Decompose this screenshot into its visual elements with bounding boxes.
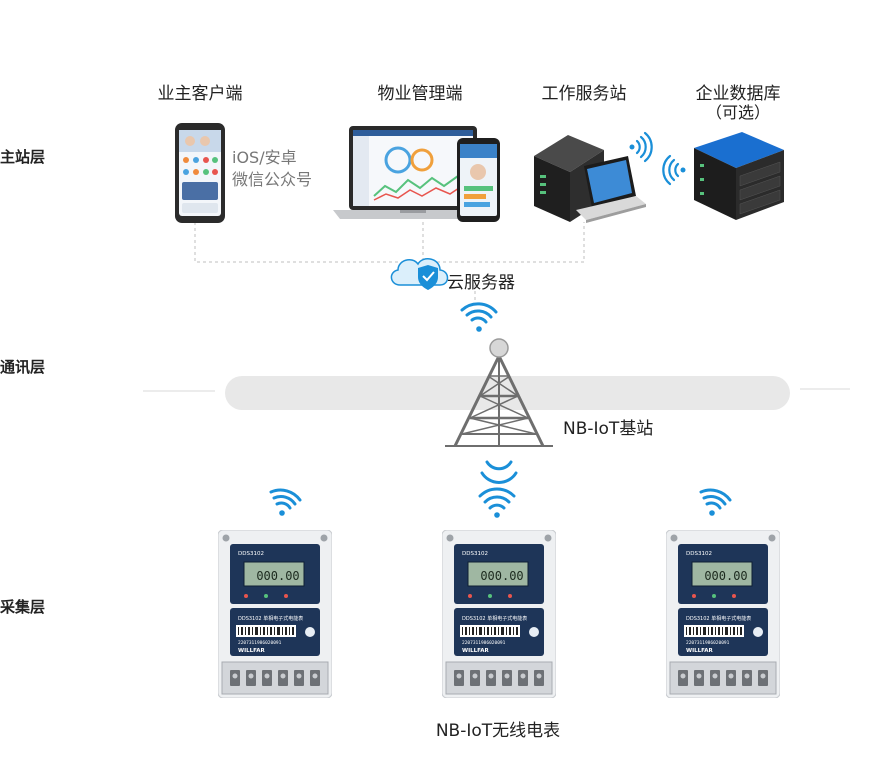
database-title: 企业数据库 [695,84,781,104]
meter-serial-text: 2207311986020091 [238,640,282,646]
meter-lcd-reading: 000.00 [256,569,299,583]
monitor-icon [576,156,646,223]
property-client-title: 物业管理端 [377,84,463,104]
signal-waves-icon [460,302,498,332]
electric-meter-icon: DDS3102 000.00 DDS3102 单相电子式电能表 22073119… [441,529,557,699]
signal-waves-icon [480,460,518,484]
meter-serial-text: 2207311986020091 [462,640,506,646]
electric-meter-icon: DDS3102 000.00 DDS3102 单相电子式电能表 22073119… [665,529,781,699]
layer-label-comm: 通讯层 [0,358,46,376]
meter-serial-text: 2207311986020091 [686,640,730,646]
signal-waves-icon [629,131,653,163]
meter-brand-text: WILLFAR [462,648,490,654]
meters-label: NB-IoT无线电表 [0,716,884,741]
signal-waves-icon [662,154,686,186]
smartphone-icon [175,123,225,223]
layer-label-collect: 采集层 [0,598,46,616]
meter-brand-text: WILLFAR [686,648,714,654]
base-station-label: NB-IoT基站 [563,419,654,439]
meter-label-text: DDS3102 单相电子式电能表 [238,615,303,622]
meter-model-text: DDS3102 [462,551,488,557]
layer-label-master: 主站层 [0,148,46,166]
base-station-tower-icon [445,355,553,447]
workstation-title: 工作服务站 [541,84,627,104]
mobile-app-icon [457,138,500,222]
meters-label-text: NB-IoT无线电表 [435,721,561,741]
meter-lcd-reading: 000.00 [480,569,523,583]
meter-brand-text: WILLFAR [238,648,266,654]
meter-label-text: DDS3102 单相电子式电能表 [686,615,751,622]
meter-label-text: DDS3102 单相电子式电能表 [462,615,527,622]
signal-waves-icon [269,488,302,516]
signal-waves-icon [478,487,516,518]
meter-model-text: DDS3102 [238,551,264,557]
cloud-server-label: 云服务器 [447,273,515,293]
phone-platform-line1: iOS/安卓 [232,148,297,167]
meter-lcd-reading: 000.00 [704,569,747,583]
electric-meter-icon: DDS3102 000.00 DDS3102 单相电子式电能表 22073119… [217,529,333,699]
owner-client-title: 业主客户端 [157,84,243,104]
database-optional: （可选） [705,103,770,122]
laptop-icon [333,126,493,219]
database-server-icon [694,132,784,220]
phone-platform-line2: 微信公众号 [232,170,313,189]
cloud-icon [390,258,449,290]
comm-band [225,376,790,410]
signal-waves-icon [699,488,732,516]
meter-model-text: DDS3102 [686,551,712,557]
tower-top-icon [489,338,509,358]
dashed-connectors [194,222,585,302]
